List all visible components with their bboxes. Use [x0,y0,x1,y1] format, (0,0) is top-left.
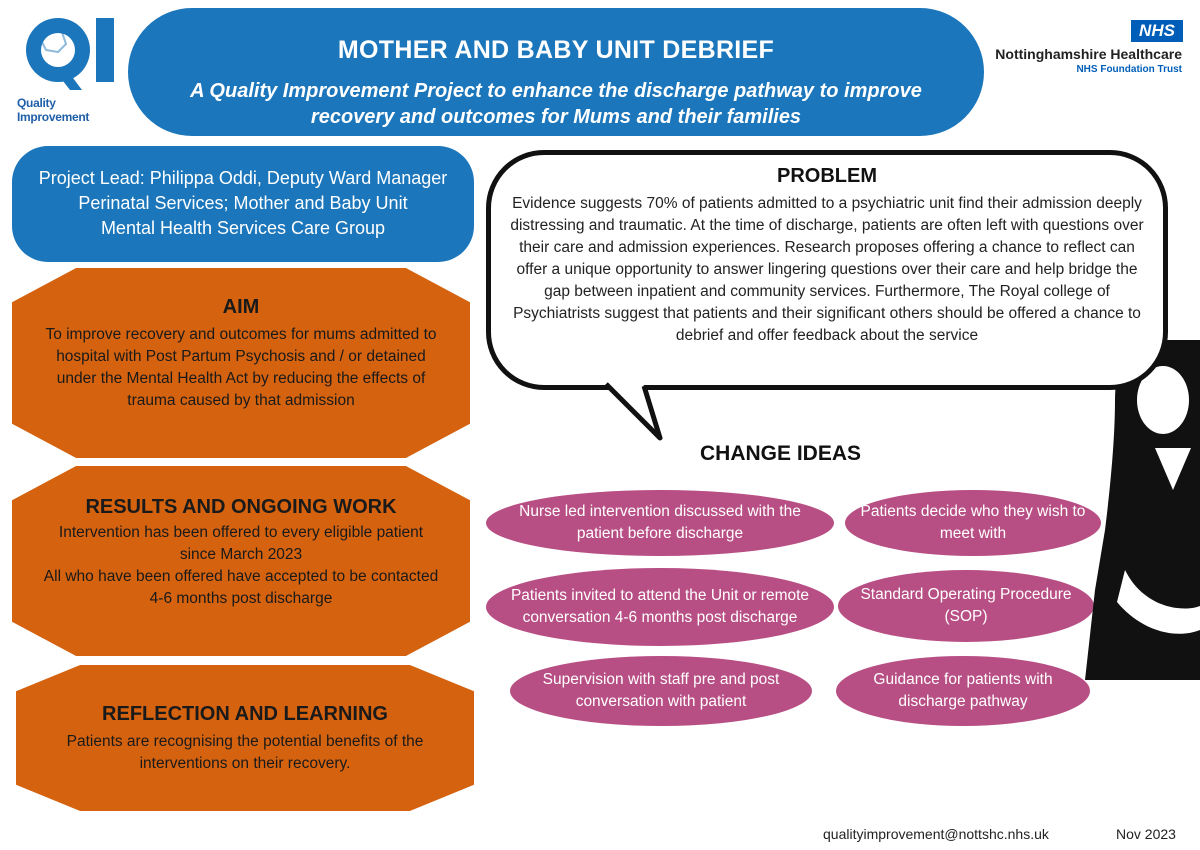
change-idea-item: Patients invited to attend the Unit or r… [486,568,834,646]
project-lead-service: Perinatal Services; Mother and Baby Unit [78,193,408,213]
change-ideas-title: CHANGE IDEAS [700,442,862,465]
footer-date: Nov 2023 [1116,826,1176,842]
reflection-panel: REFLECTION AND LEARNING Patients are rec… [16,665,474,811]
project-lead-box: Project Lead: Philippa Oddi, Deputy Ward… [12,146,474,262]
reflection-title: REFLECTION AND LEARNING [102,703,388,725]
reflection-body: Patients are recognising the potential b… [66,733,424,772]
page-title: MOTHER AND BABY UNIT DEBRIEF [337,36,775,64]
page-subtitle: A Quality Improvement Project to enhance… [190,80,922,128]
nhs-org-name: Nottinghamshire Healthcare [995,46,1182,62]
results-body: Intervention has been offered to every e… [42,522,440,610]
results-title: RESULTS AND ONGOING WORK [85,496,397,518]
speech-tail-icon [604,380,663,441]
problem-body: Evidence suggests 70% of patients admitt… [510,195,1144,344]
project-lead-line: Project Lead: Philippa Oddi, Deputy Ward… [38,168,448,188]
nhs-trust-name: NHS Foundation Trust [1076,64,1182,75]
aim-body: To improve recovery and outcomes for mum… [45,326,437,409]
results-line-2: All who have been offered have accepted … [43,568,439,607]
results-line-1: Intervention has been offered to every e… [58,524,424,563]
aim-panel: AIM To improve recovery and outcomes for… [12,268,470,458]
change-idea-item: Patients decide who they wish to meet wi… [845,490,1101,556]
mother-silhouette-icon [1085,340,1200,680]
change-idea-item: Standard Operating Procedure (SOP) [838,570,1094,642]
qi-caption: Quality Improvement [17,96,90,124]
results-panel: RESULTS AND ONGOING WORK Intervention ha… [12,466,470,656]
qi-logo-icon [26,18,114,90]
problem-bubble: PROBLEM Evidence suggests 70% of patient… [486,150,1168,390]
title-banner: MOTHER AND BABY UNIT DEBRIEF A Quality I… [128,8,984,136]
change-idea-item: Supervision with staff pre and post conv… [510,656,812,726]
project-lead-group: Mental Health Services Care Group [100,218,386,238]
contact-email: qualityimprovement@nottshc.nhs.uk [823,826,1049,842]
nhs-logo: NHS [1131,20,1183,42]
aim-title: AIM [222,296,260,318]
change-idea-item: Nurse led intervention discussed with th… [486,490,834,556]
change-idea-item: Guidance for patients with discharge pat… [836,656,1090,726]
problem-title: PROBLEM [777,165,877,187]
